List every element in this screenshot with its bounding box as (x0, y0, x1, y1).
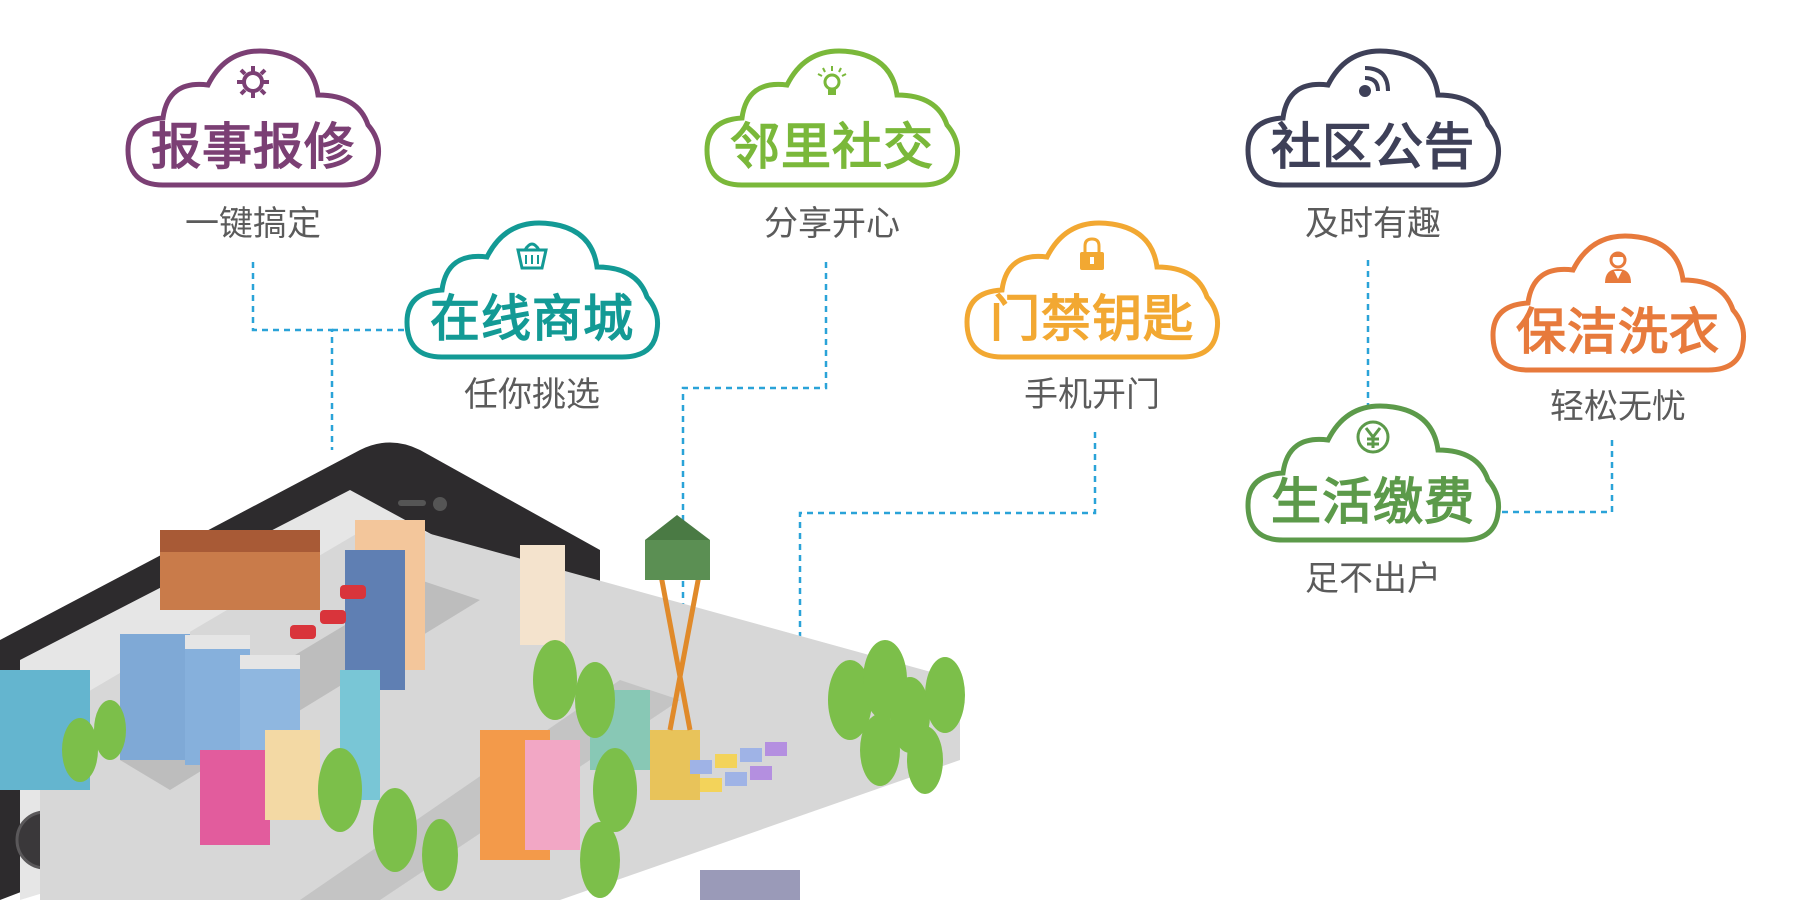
connector-cleaning (1500, 440, 1614, 514)
service-subtitle-social: 分享开心 (764, 204, 900, 244)
cloud-outline (1245, 48, 1501, 188)
service-subtitle-access: 手机开门 (1024, 375, 1160, 415)
connector-repair (251, 262, 334, 450)
service-subtitle-mall: 任你挑选 (464, 375, 600, 415)
cloud-outline (964, 220, 1220, 360)
lightbulb-icon (817, 66, 847, 95)
cloud-outline (125, 48, 381, 188)
service-title: 在线商城 (430, 290, 634, 348)
service-title: 保洁洗衣 (1516, 303, 1720, 361)
cars (290, 585, 366, 639)
service-title: 邻里社交 (730, 118, 934, 176)
lock-icon (1080, 237, 1104, 270)
service-title: 报事报修 (151, 118, 355, 176)
cloud-outline (1490, 233, 1746, 373)
buildings (0, 520, 800, 900)
phone-earpiece (398, 500, 426, 506)
service-cloud-access[interactable]: 门禁钥匙 (962, 212, 1222, 362)
cleaner-icon (1605, 251, 1631, 283)
cloud-outline (704, 48, 960, 188)
solar-panels (690, 742, 787, 792)
cloud-outline (1245, 403, 1501, 543)
smart-city-phone-illustration (0, 442, 965, 900)
yen-icon (1356, 420, 1390, 454)
basket-icon (516, 242, 548, 270)
service-cloud-repair[interactable]: 报事报修 (123, 40, 383, 190)
gear-icon (237, 66, 269, 98)
water-tower (645, 515, 710, 731)
service-cloud-notice[interactable]: 社区公告 (1243, 40, 1503, 190)
service-title: 社区公告 (1271, 118, 1475, 176)
service-subtitle-cleaning: 轻松无忧 (1550, 387, 1686, 427)
trees (62, 640, 965, 898)
service-cloud-cleaning[interactable]: 保洁洗衣 (1488, 225, 1748, 375)
service-subtitle-repair: 一键搞定 (185, 204, 321, 244)
service-subtitle-notice: 及时有趣 (1305, 204, 1441, 244)
service-cloud-mall[interactable]: 在线商城 (402, 212, 662, 362)
service-subtitle-payment: 足不出户 (1305, 559, 1441, 599)
service-title: 门禁钥匙 (990, 290, 1194, 348)
phone-speaker (433, 497, 447, 511)
service-cloud-payment[interactable]: 生活缴费 (1243, 395, 1503, 545)
service-title: 生活缴费 (1271, 473, 1475, 531)
cloud-outline (404, 220, 660, 360)
signal-icon (1359, 66, 1390, 97)
service-cloud-social[interactable]: 邻里社交 (702, 40, 962, 190)
